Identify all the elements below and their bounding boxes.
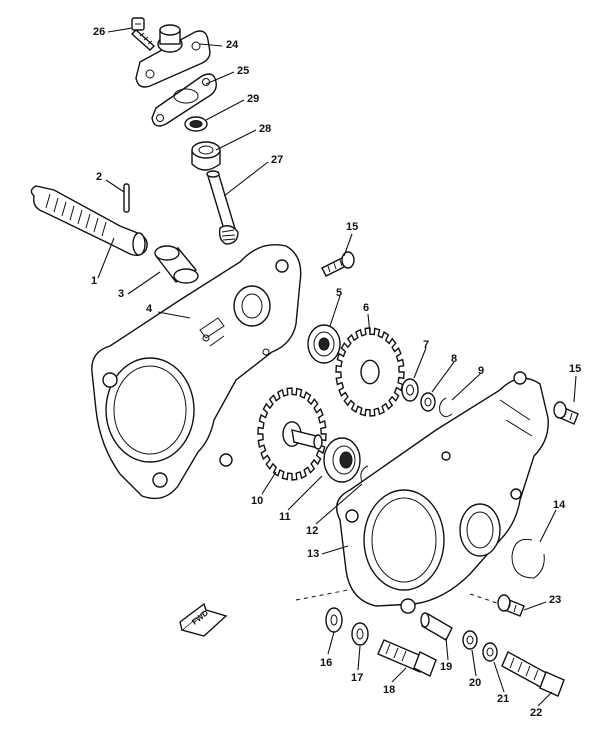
part-9-circlip [439,397,453,418]
part-8-washer [420,392,436,412]
part-21-washer [482,642,498,662]
part-15-bolt-right [553,401,579,425]
part-29-seal [184,116,208,132]
callout-3: 3 [118,288,125,300]
callout-14: 14 [553,499,566,511]
part-25-gasket [151,73,217,127]
callout-2: 2 [96,171,103,183]
callout-8: 8 [451,353,458,365]
callout-4: 4 [146,303,153,315]
part-11-bearing [323,437,361,483]
callout-19: 19 [440,661,453,673]
callout-1: 1 [91,275,98,287]
assembly-line-left [295,589,349,601]
callout-18: 18 [383,684,396,696]
callout-7: 7 [423,339,430,351]
part-2-pin [123,183,130,213]
part-10-shaft [291,429,323,450]
callout-26: 26 [93,26,106,38]
callout-15-upper: 15 [346,221,359,233]
callout-27: 27 [271,154,284,166]
callout-11: 11 [279,511,291,523]
part-13-cover [336,371,549,614]
fwd-arrow-icon [179,602,228,637]
part-3-collar [154,245,199,284]
part-15-bolt-upper [321,251,355,277]
part-26-screw [130,17,156,51]
part-6-gear [335,327,405,417]
part-14-circlip [511,538,545,579]
part-22-bolt [501,651,565,697]
part-1-worm-shaft [30,185,148,257]
part-17-washer [351,622,369,646]
callout-20: 20 [469,677,482,689]
part-18-bolt [377,639,437,677]
callout-10: 10 [251,495,264,507]
part-19-dowel [420,612,453,641]
part-7-washer [401,378,419,402]
callout-21: 21 [497,693,510,705]
callout-16: 16 [320,657,333,669]
part-4-housing [91,244,302,500]
part-16-washer [325,607,343,633]
callout-24: 24 [226,39,239,51]
callout-5: 5 [336,287,343,299]
callout-6: 6 [363,302,370,314]
callout-23: 23 [549,594,562,606]
callout-9: 9 [478,365,485,377]
callout-28: 28 [259,123,272,135]
leader-lines [97,27,577,707]
part-27-shaft [206,170,239,245]
callout-22: 22 [530,707,543,719]
callout-12: 12 [306,525,319,537]
callout-25: 25 [237,65,250,77]
assembly-line-right [469,593,501,605]
callout-13: 13 [307,548,320,560]
part-24-cover [135,24,211,88]
part-28-bushing [191,141,221,171]
part-5-bearing [307,324,341,364]
part-20-washer [462,630,478,650]
callout-29: 29 [247,93,260,105]
callout-15-right: 15 [569,363,582,375]
callout-17: 17 [351,672,364,684]
part-23-bolt [497,594,525,617]
